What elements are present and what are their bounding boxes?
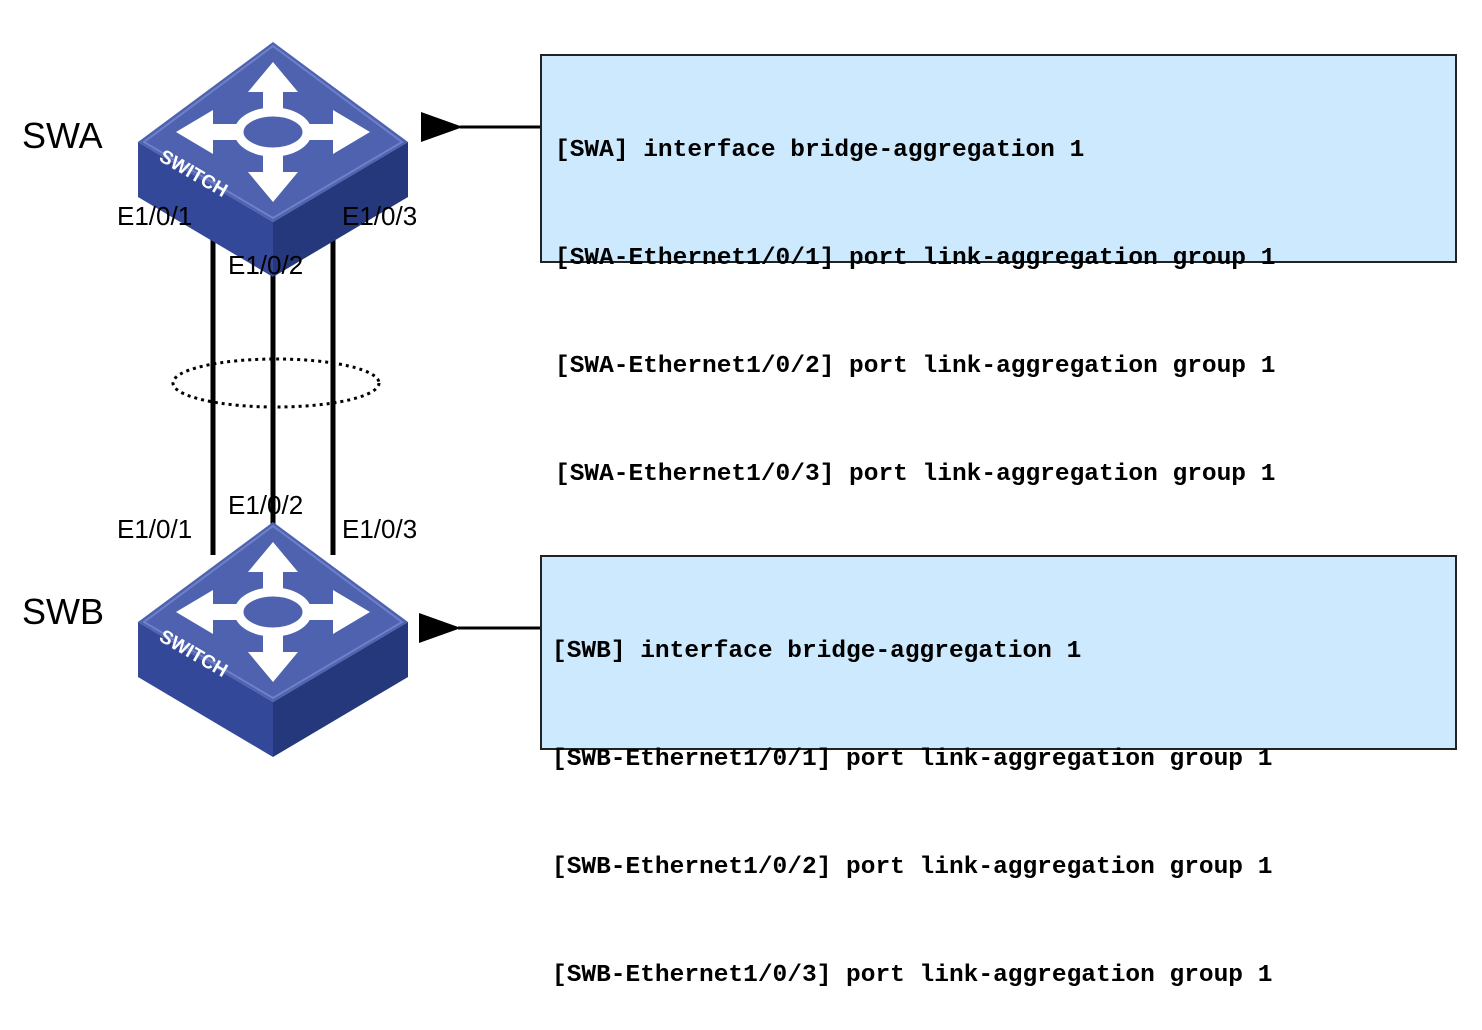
swb-config-box: [SWB] interface bridge-aggregation 1 [SW… xyxy=(540,555,1457,989)
swb-label: SWB xyxy=(22,591,104,632)
swa-port-label: E1/0/2 xyxy=(228,250,303,280)
config-line: [SWA-Ethernet1/0/3] port link-aggregatio… xyxy=(555,461,1276,488)
config-line: [SWA] interface bridge-aggregation 1 xyxy=(555,137,1085,164)
switch-icon: SWITCH xyxy=(138,42,408,277)
swa-port-label: E1/0/3 xyxy=(342,201,417,231)
swa-config-box: [SWA] interface bridge-aggregation 1 [SW… xyxy=(540,54,1457,488)
config-line: [SWB-Ethernet1/0/2] port link-aggregatio… xyxy=(552,854,1273,881)
config-line: [SWB-Ethernet1/0/3] port link-aggregatio… xyxy=(552,962,1273,989)
swa-label: SWA xyxy=(22,115,103,156)
swb-port-label: E1/0/1 xyxy=(117,514,192,544)
swa-port-label: E1/0/1 xyxy=(117,201,192,231)
config-line: [SWB] interface bridge-aggregation 1 xyxy=(552,638,1082,665)
ellipse-aggregation-icon xyxy=(171,357,381,409)
config-line: [SWA-Ethernet1/0/2] port link-aggregatio… xyxy=(555,353,1276,380)
config-line: [SWA-Ethernet1/0/1] port link-aggregatio… xyxy=(555,245,1276,272)
switch-icon: SWITCH xyxy=(138,522,408,757)
config-line: [SWB-Ethernet1/0/1] port link-aggregatio… xyxy=(552,746,1273,773)
network-diagram: SWITCH SWITCH SWA SWB E1/0/1 E1/0/2 E1/0… xyxy=(22,0,540,787)
aggregated-links xyxy=(210,205,336,570)
swb-port-label: E1/0/2 xyxy=(228,490,303,520)
swb-port-label: E1/0/3 xyxy=(342,514,417,544)
